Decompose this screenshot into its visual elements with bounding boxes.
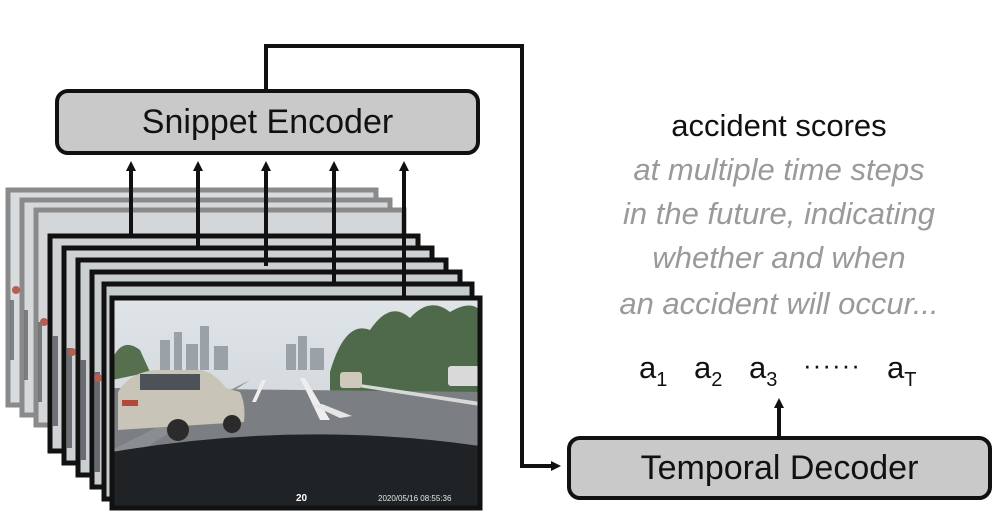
score-letter: a [887, 350, 905, 385]
score-a2: a2 [694, 350, 722, 392]
temporal-decoder-label: Temporal Decoder [640, 448, 919, 487]
score-subscript: 3 [766, 369, 778, 391]
temporal-decoder-box: Temporal Decoder [567, 436, 992, 500]
score-subscript: 1 [656, 369, 668, 391]
frame-timestamp: 2020/05/16 08:55:36 [378, 494, 452, 503]
dashcam-frame: 20 2020/05/16 08:55:36 [109, 295, 483, 511]
encoder-to-decoder-arrow [264, 44, 561, 471]
snippet-encoder-box: Snippet Encoder [55, 89, 480, 155]
score-ellipsis: ······ [803, 350, 861, 380]
score-aT: aT [887, 350, 916, 392]
score-letter: a [694, 350, 712, 385]
score-a3: a3 [749, 350, 777, 392]
score-subscript: T [904, 369, 917, 391]
output-description-line: in the future, indicating [623, 196, 935, 231]
output-description-line: whether and when [652, 240, 906, 275]
output-description-line: an accident will occur... [619, 286, 939, 321]
output-title: accident scores [671, 108, 887, 143]
connectors [126, 44, 784, 471]
output-description-line: at multiple time steps [633, 152, 925, 187]
score-subscript: 2 [711, 369, 723, 391]
score-a1: a1 [639, 350, 667, 392]
frame-counter: 20 [296, 493, 308, 504]
score-letter: a [749, 350, 767, 385]
score-letter: a [639, 350, 657, 385]
snippet-encoder-label: Snippet Encoder [141, 102, 394, 141]
